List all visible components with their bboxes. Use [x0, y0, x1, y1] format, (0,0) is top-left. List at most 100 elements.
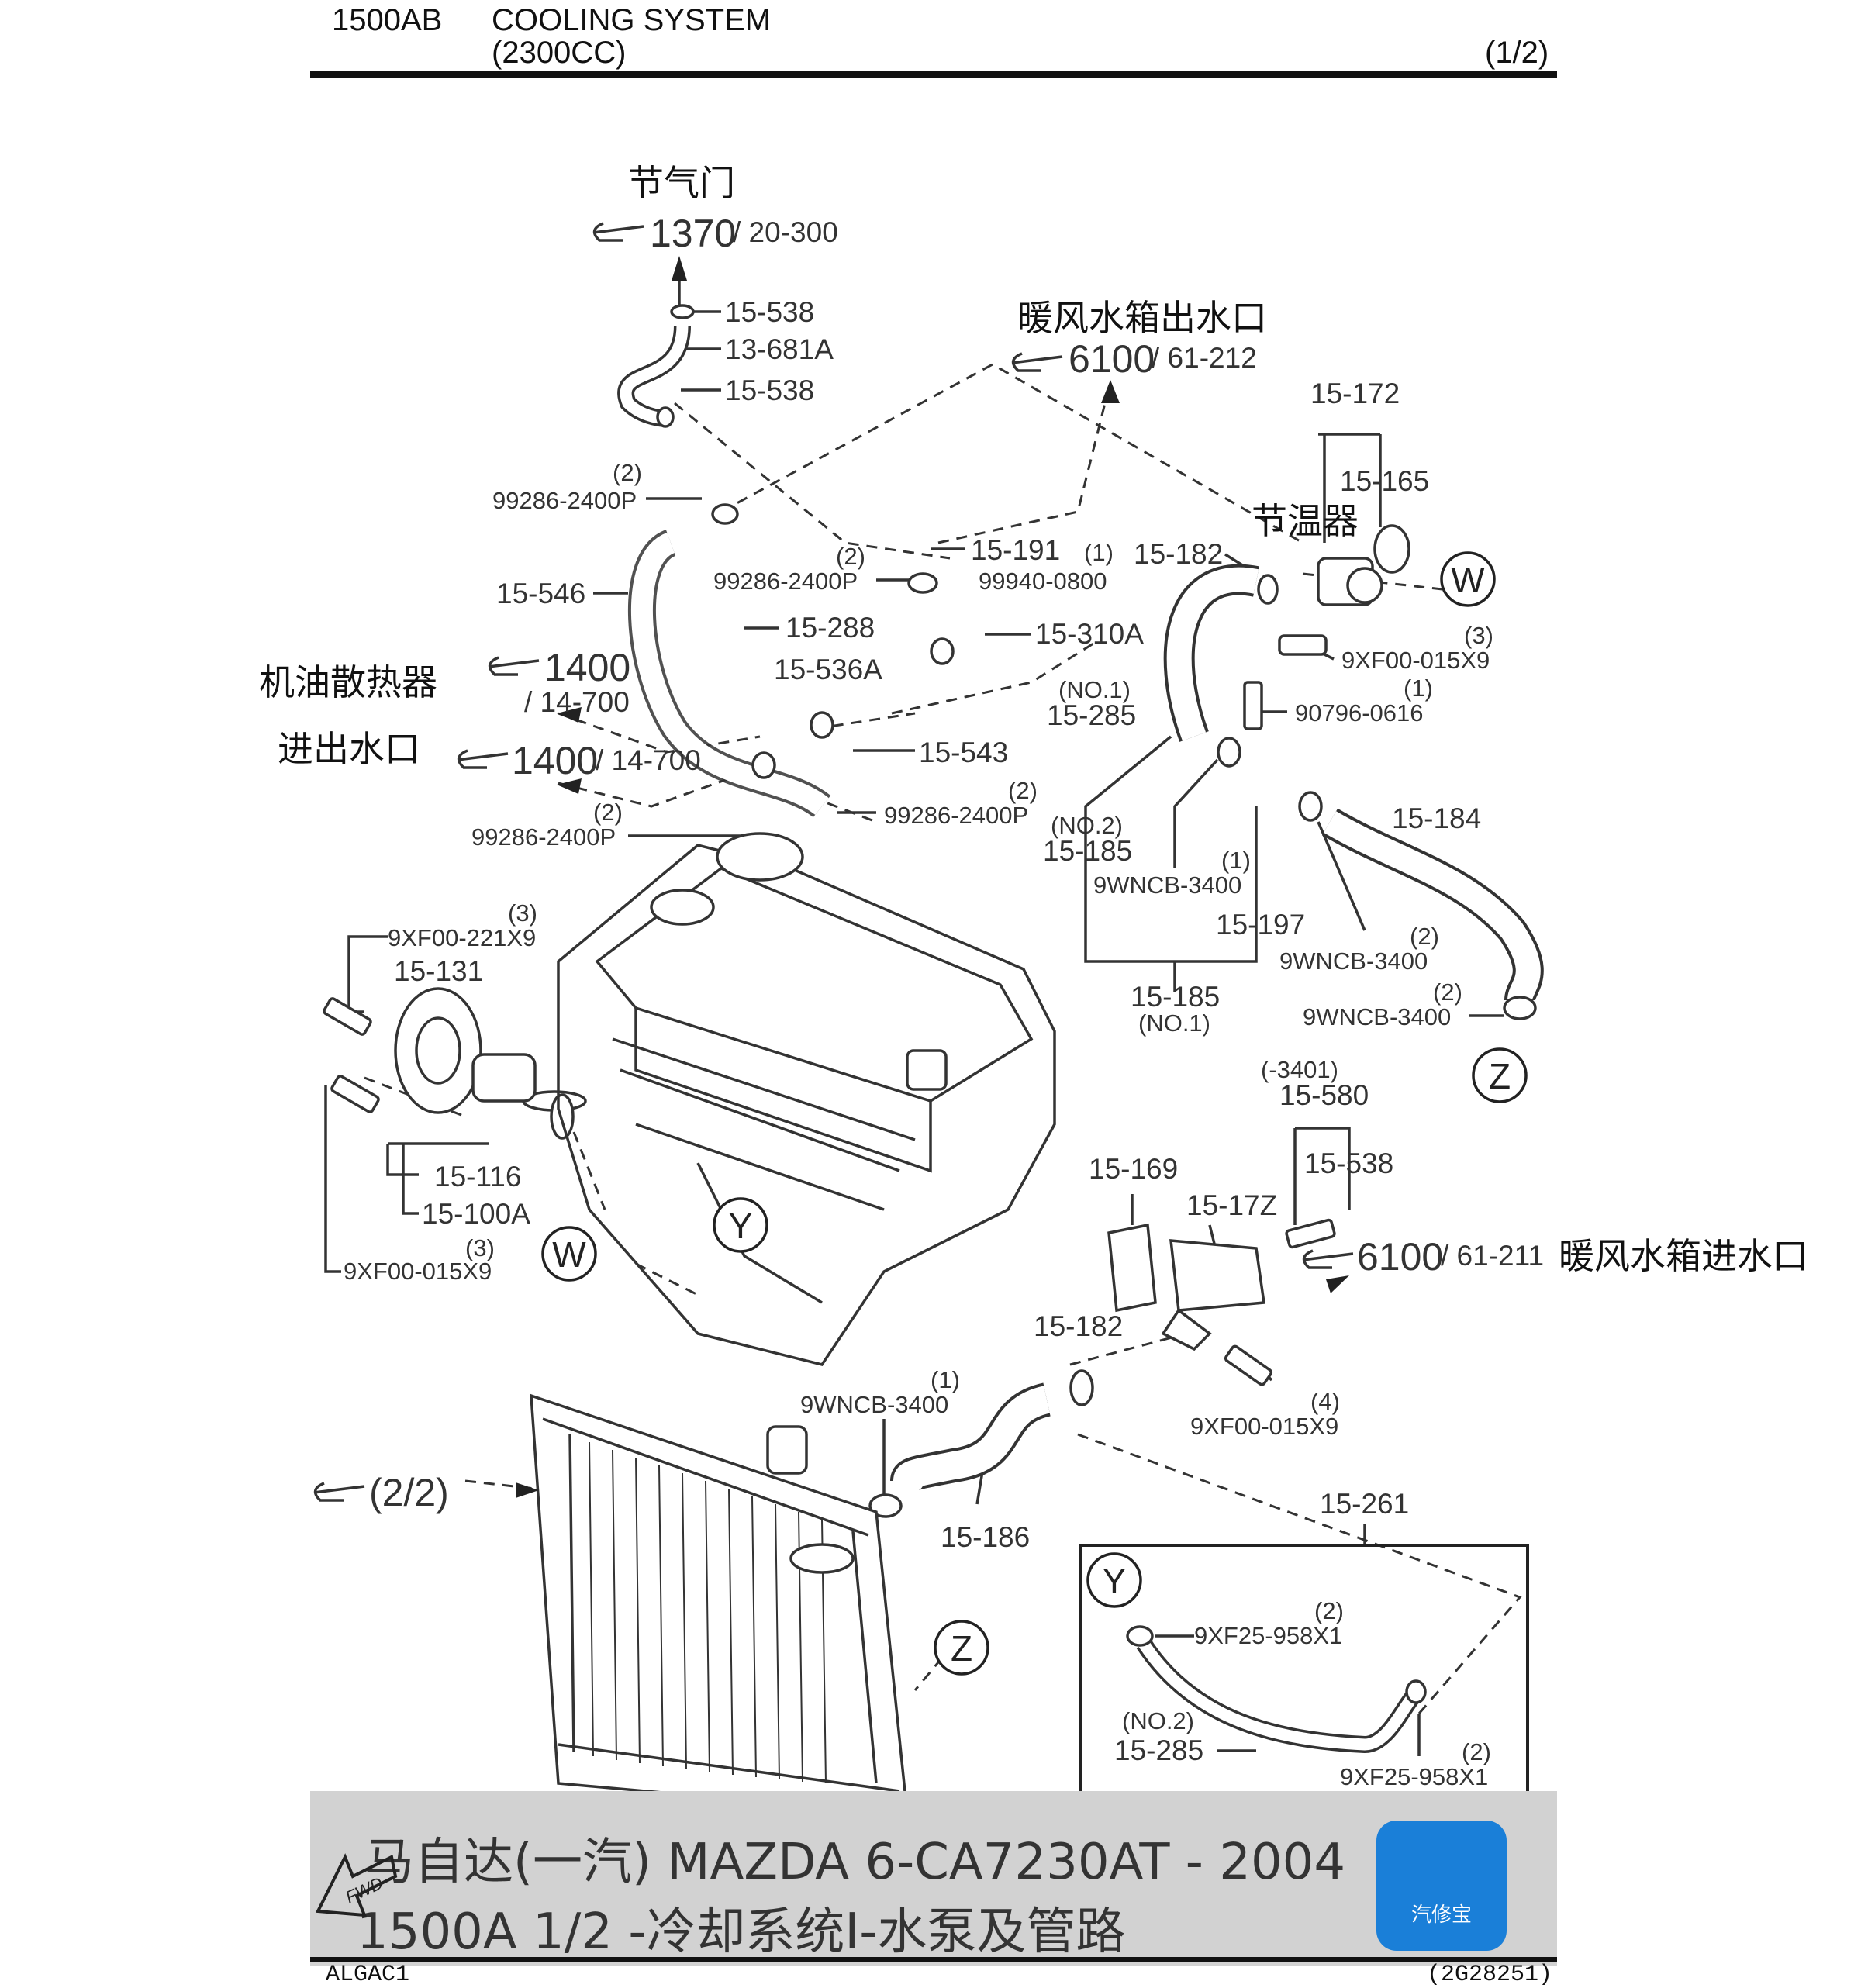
- svg-text:Y: Y: [1103, 1561, 1127, 1601]
- section-subtitle: (2300CC): [492, 36, 627, 70]
- part-15-546: 15-546: [496, 578, 585, 609]
- qty-99286-b: (2): [836, 543, 865, 570]
- throttle-ref[interactable]: 1370: [650, 212, 736, 255]
- section-title: COOLING SYSTEM: [492, 3, 772, 37]
- footer-rule: [310, 1957, 1557, 1962]
- part-99286-2400p-d: 99286-2400P: [471, 823, 616, 851]
- source-banner: [310, 1791, 1557, 1966]
- qty-9wncb-3400-c: (2): [1433, 978, 1462, 1006]
- qty-9wncb-3400-a: (1): [1221, 847, 1251, 874]
- part-15-172-bottom: 15-17Z: [1186, 1189, 1277, 1221]
- reference-pointers: [313, 222, 1354, 1502]
- radiator: [530, 1393, 909, 1816]
- throttle-label: 节气门: [628, 162, 735, 204]
- hose-15-186: [890, 1382, 1051, 1491]
- qty-99286-d: (2): [593, 799, 623, 826]
- part-9xf00-015x9-a: 9XF00-015X9: [1341, 647, 1490, 674]
- radiator-page-ref[interactable]: (2/2): [369, 1471, 449, 1514]
- page-indicator: (1/2): [1485, 36, 1549, 70]
- label-no1-b: (NO.1): [1138, 1010, 1210, 1037]
- part-15-538-top: 15-538: [725, 296, 814, 328]
- part-15-186: 15-186: [941, 1521, 1030, 1553]
- svg-text:Z: Z: [1489, 1056, 1511, 1096]
- hose-15-285-inset: [1136, 1638, 1422, 1754]
- heater-outlet-ref[interactable]: 6100: [1069, 337, 1155, 381]
- part-9xf25-958x1-a: 9XF25-958X1: [1194, 1622, 1342, 1649]
- part-90796-0616: 90796-0616: [1295, 699, 1424, 727]
- part-15-285-b: 15-285: [1114, 1734, 1203, 1766]
- label-no1-a: (NO.1): [1058, 676, 1131, 703]
- oil-cooler-label-2: 进出水口: [278, 728, 420, 770]
- part-15-285-a: 15-285: [1047, 699, 1136, 731]
- part-13-681a: 13-681A: [725, 333, 834, 365]
- part-15-538-bottom: 15-538: [1304, 1148, 1393, 1179]
- footer-code-right: (2G28251): [1427, 1962, 1553, 1988]
- pointing-hand-icon: [592, 222, 644, 242]
- part-15-536a: 15-536A: [774, 654, 882, 685]
- label-no2-a: (NO.2): [1051, 812, 1123, 839]
- part-15-538-mid: 15-538: [725, 374, 814, 406]
- marker-z-radiator: Z: [934, 1620, 989, 1676]
- engine-block: [557, 832, 1056, 1366]
- part-15-197: 15-197: [1216, 909, 1305, 941]
- part-callouts: 15-538 13-681A 15-538 (2) 99286-2400P 15…: [344, 296, 1493, 1790]
- part-15-191: 15-191: [971, 534, 1060, 566]
- radiator-fins: [589, 1441, 827, 1784]
- marker-y-inset: Y: [1086, 1552, 1142, 1608]
- part-15-185-top: 15-185: [1043, 835, 1132, 867]
- qty-9xf00-015x9-c: (3): [465, 1234, 495, 1261]
- pointing-hand-icon: [313, 1482, 365, 1502]
- heater-outlet-label: 暖风水箱出水口: [1017, 297, 1267, 339]
- part-9xf00-015x9-c: 9XF00-015X9: [344, 1258, 492, 1285]
- hose-13-681a: [617, 325, 691, 427]
- part-99286-2400p-a: 99286-2400P: [492, 487, 637, 514]
- part-15-172-top: 15-172: [1310, 378, 1400, 409]
- thermostat-label: 节温器: [1252, 500, 1359, 542]
- part-15-184: 15-184: [1392, 802, 1481, 834]
- part-9wncb-3400-c: 9WNCB-3400: [1303, 1003, 1451, 1030]
- qty-9xf00-015x9-a: (3): [1464, 622, 1493, 649]
- hose-15-185: [1163, 564, 1259, 742]
- app-logo-text: 汽修宝: [1410, 1903, 1472, 1927]
- qty-99286-c: (2): [1008, 777, 1038, 804]
- part-15-116: 15-116: [434, 1161, 521, 1192]
- qty-9wncb-3400-d: (1): [931, 1366, 960, 1393]
- marker-w-top: W: [1440, 551, 1496, 607]
- app-logo-icon[interactable]: 汽修宝: [1376, 1821, 1507, 1951]
- svg-text:Z: Z: [951, 1628, 972, 1669]
- part-15-310a: 15-310A: [1035, 618, 1144, 650]
- pointing-hand-icon: [1302, 1249, 1354, 1269]
- fwd-arrow-icon: FWD: [315, 1853, 398, 1917]
- qty-15-182-top: (1): [1084, 539, 1114, 566]
- qty-9xf00-015x9-d: (4): [1310, 1388, 1340, 1415]
- part-15-169: 15-169: [1089, 1153, 1178, 1185]
- oil-cooler-ref-sub-1: / 14-700: [524, 686, 630, 718]
- oil-cooler-label-1: 机油散热器: [259, 661, 437, 703]
- serial-range-3401: (-3401): [1261, 1056, 1338, 1083]
- pointing-hand-icon: [457, 749, 509, 769]
- oil-cooler-ref-2[interactable]: 1400: [512, 739, 598, 782]
- part-9xf25-958x1-b: 9XF25-958X1: [1340, 1763, 1488, 1790]
- svg-text:FWD: FWD: [343, 1873, 386, 1907]
- qty-9xf25-958x1-b: (2): [1462, 1738, 1491, 1765]
- heater-outlet-ref-sub: / 61-212: [1152, 342, 1257, 374]
- pointing-hand-icon: [488, 656, 540, 676]
- water-pump: [323, 987, 575, 1140]
- throttle-ref-sub: / 20-300: [733, 216, 838, 248]
- oil-cooler-ref-1[interactable]: 1400: [544, 646, 630, 689]
- heater-inlet-ref-sub: / 61-211: [1441, 1240, 1544, 1272]
- part-15-543: 15-543: [919, 737, 1008, 768]
- lower-thermostat-housing: [1107, 1218, 1336, 1386]
- part-15-185-bottom: 15-185: [1131, 981, 1220, 1013]
- footer-code-left: ALGAC1: [326, 1962, 410, 1988]
- heater-inlet-label: 暖风水箱进水口: [1559, 1235, 1808, 1277]
- svg-text:W: W: [552, 1234, 586, 1275]
- part-99940-0800: 99940-0800: [979, 568, 1107, 595]
- marker-w-bottom: W: [541, 1226, 597, 1282]
- heater-inlet-ref[interactable]: 6100: [1357, 1235, 1443, 1279]
- marker-z-top: Z: [1472, 1047, 1528, 1103]
- part-15-100a: 15-100A: [422, 1198, 530, 1230]
- label-no2-b: (NO.2): [1122, 1707, 1194, 1734]
- pointing-hand-icon: [1011, 352, 1063, 372]
